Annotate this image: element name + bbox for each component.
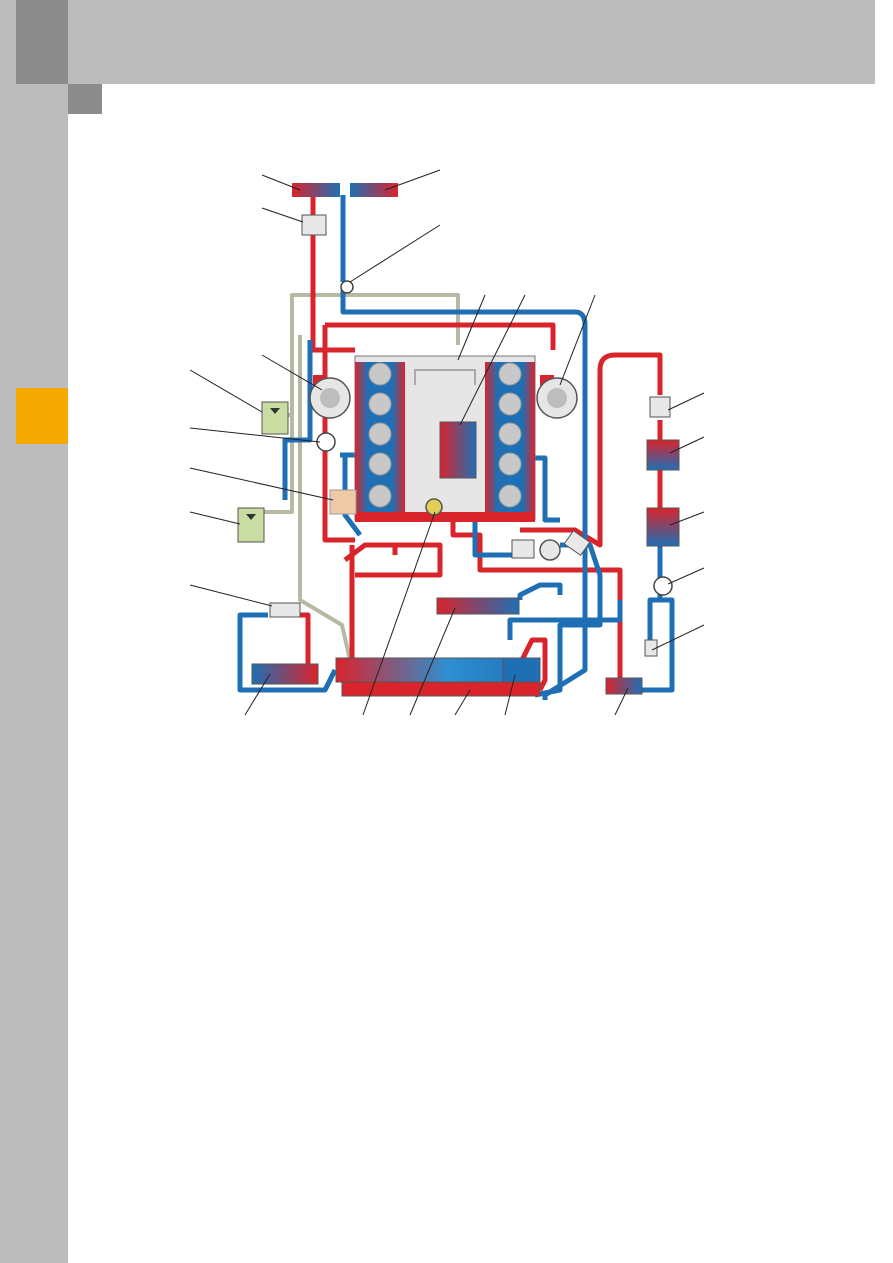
intake-manifold [414,369,476,385]
hot-coolant-lines [275,195,663,692]
heat-exchanger-right [350,183,398,197]
temperature-sensor-icon [425,498,443,516]
low-temp-radiator [502,657,541,683]
header-chip [68,84,102,114]
heater-core-upper [646,439,680,471]
engine-base-channel [355,512,535,522]
turbocharger-left-icon [309,375,351,419]
control-valve-block [301,214,327,236]
distribution-valve-icon [269,602,301,618]
turbocharger-right-icon [536,375,578,419]
callout-leader-lines [189,169,705,716]
chapter-tab [16,388,68,444]
heater-core-lower [646,507,680,547]
main-water-pump-icon [511,539,561,561]
cylinders-right [498,362,522,508]
left-sidebar [0,0,68,1263]
auxiliary-radiator-right [605,677,643,695]
heat-exchanger-left [292,183,340,197]
cylinders-left [368,362,392,508]
page-header-bar [68,0,875,84]
auxiliary-radiator-left [251,663,319,685]
coolant-pump-right-icon [653,576,673,596]
expansion-tank-lower-icon [237,507,265,543]
thermostat-valve-icon [563,530,591,556]
check-valve-icon [340,280,354,294]
sidebar-corner-block [16,0,68,84]
expansion-tank-upper-icon [261,401,289,435]
oil-cooler [439,421,477,479]
auxiliary-valve-icon [649,396,671,418]
charge-air-cooler [436,597,520,615]
gearbox-oil-exchanger [329,489,357,515]
